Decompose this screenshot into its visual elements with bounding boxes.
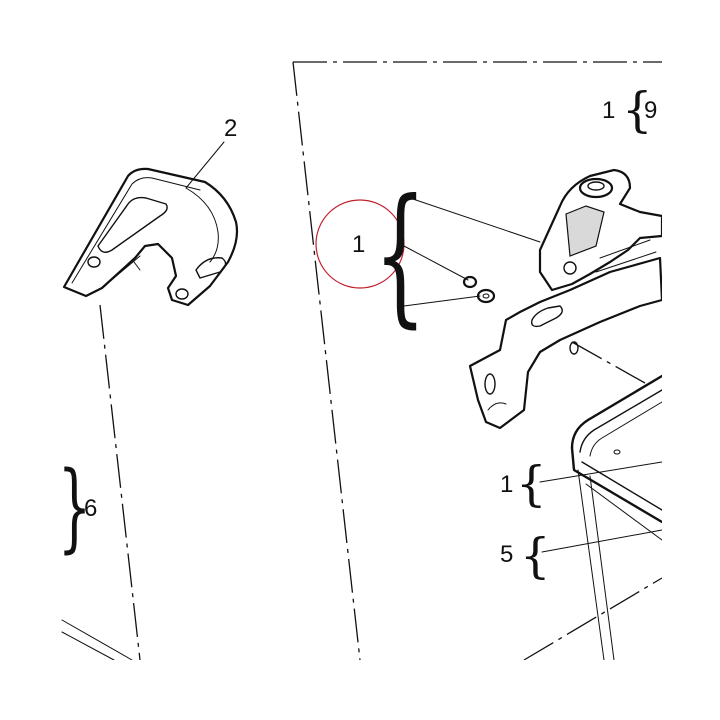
frame-part-right <box>570 374 664 661</box>
brace-part-1-lower: { <box>516 456 547 512</box>
right-margin <box>662 0 720 720</box>
fastener-part <box>462 275 496 304</box>
label-part-6: 6 <box>84 495 97 522</box>
brace-part-1: { <box>374 167 426 342</box>
brace-part-5: { <box>520 528 551 584</box>
bracket-projection-line <box>571 341 646 384</box>
bracket-part <box>468 168 664 430</box>
label-part-1-highlighted: 1 <box>352 231 365 258</box>
label-part-5: 5 <box>500 541 513 568</box>
highlight-circle <box>315 199 405 289</box>
cover-part <box>62 167 239 307</box>
frame-corner-left <box>61 619 133 661</box>
boundary-left <box>292 61 361 661</box>
label-part-1-lower: 1 <box>500 471 513 498</box>
label-part-1-top: 1 <box>602 97 615 124</box>
leader-part-1-lower <box>539 461 663 483</box>
brace-part-6: } <box>58 452 92 564</box>
cover-projection-line <box>99 304 141 661</box>
boundary-lower-right <box>523 577 663 661</box>
leader-part-2 <box>185 141 225 189</box>
brace-part-9: { <box>622 82 653 138</box>
label-part-9: 9 <box>644 97 657 124</box>
assembly-boundary-lines <box>99 61 663 661</box>
leader-part-5 <box>541 529 663 553</box>
leaders-part-1 <box>403 195 541 307</box>
bottom-margin <box>0 660 720 720</box>
label-part-2: 2 <box>224 115 237 142</box>
